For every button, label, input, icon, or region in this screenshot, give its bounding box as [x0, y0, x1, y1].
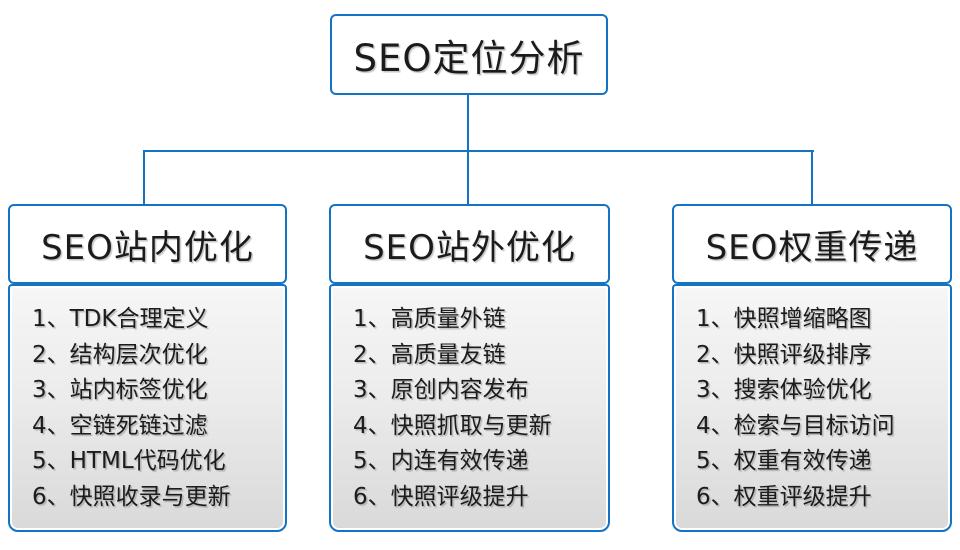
list-item: 4、快照抓取与更新	[353, 412, 552, 439]
connector-drop-left	[143, 150, 145, 204]
list-item: 1、TDK合理定义	[32, 306, 209, 332]
connector-drop-center	[467, 150, 469, 204]
list-item: 3、搜索体验优化	[696, 377, 872, 403]
list-item: 1、快照增缩略图	[696, 306, 872, 332]
list-item: 3、原创内容发布	[353, 377, 529, 403]
list-item: 5、内连有效传递	[353, 448, 529, 474]
list-item: 4、空链死链过滤	[32, 412, 208, 439]
branch-header-onsite-label: SEO站内优化	[41, 227, 254, 268]
branch-header-weight-label: SEO权重传递	[705, 227, 919, 268]
list-item: 6、权重评级提升	[696, 483, 872, 510]
branch-header-weight: SEO权重传递	[672, 204, 952, 284]
list-item: 6、快照评级提升	[353, 483, 529, 510]
connector-crossbar	[143, 150, 814, 152]
list-item: 4、检索与目标访问	[696, 412, 895, 439]
list-item: 1、高质量外链	[353, 306, 506, 332]
branch-header-offsite-label: SEO站外优化	[363, 227, 576, 268]
branch-header-onsite: SEO站内优化	[8, 204, 287, 284]
connector-root-stem	[467, 95, 469, 150]
branch-list-weight: 1、快照增缩略图 2、快照评级排序 3、搜索体验优化 4、检索与目标访问 5、权…	[672, 284, 952, 532]
branch-header-offsite: SEO站外优化	[329, 204, 610, 284]
connector-drop-right	[811, 150, 813, 204]
list-item: 2、快照评级排序	[696, 341, 872, 368]
list-item: 5、权重有效传递	[696, 448, 872, 474]
root-node-label: SEO定位分析	[353, 36, 585, 80]
root-node: SEO定位分析	[330, 14, 608, 95]
list-item: 3、站内标签优化	[32, 377, 208, 403]
list-item: 2、高质量友链	[353, 341, 506, 368]
list-item: 6、快照收录与更新	[32, 483, 231, 510]
branch-list-onsite: 1、TDK合理定义 2、结构层次优化 3、站内标签优化 4、空链死链过滤 5、H…	[8, 284, 287, 532]
list-item: 5、HTML代码优化	[32, 448, 226, 474]
list-item: 2、结构层次优化	[32, 341, 208, 368]
branch-list-offsite: 1、高质量外链 2、高质量友链 3、原创内容发布 4、快照抓取与更新 5、内连有…	[329, 284, 610, 532]
